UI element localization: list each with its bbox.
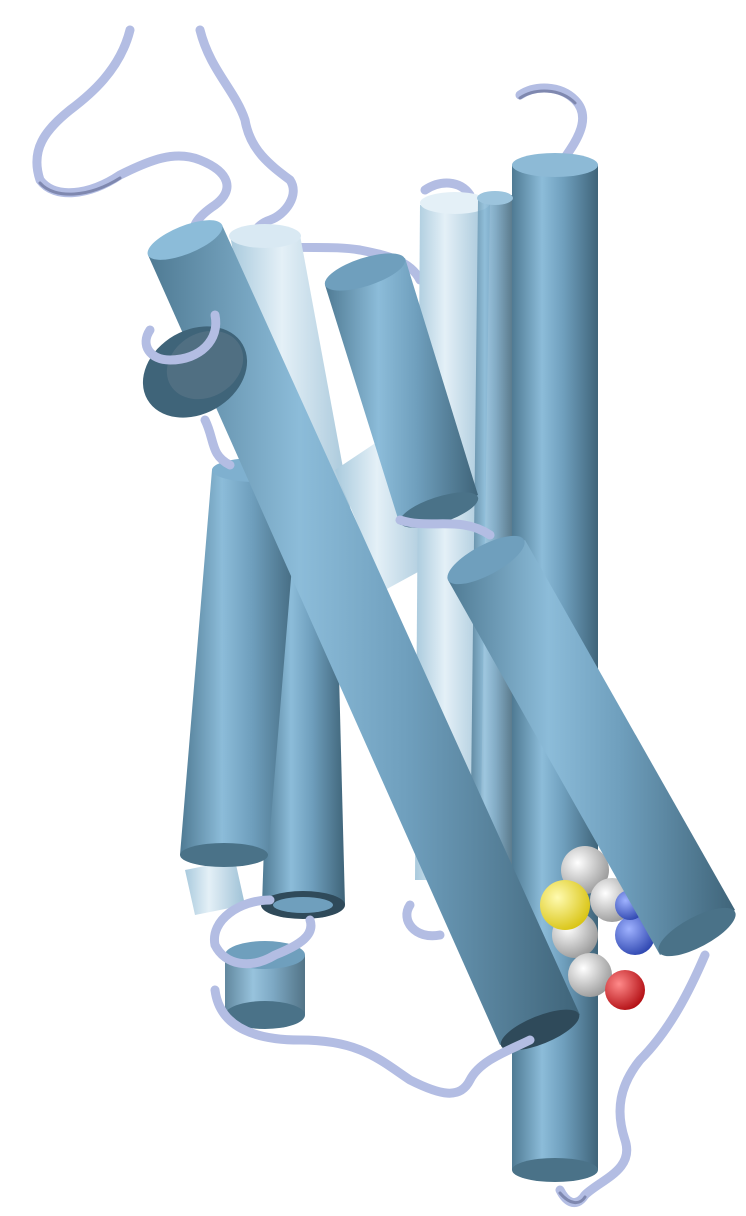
helix-bottom-stub (225, 941, 305, 1029)
